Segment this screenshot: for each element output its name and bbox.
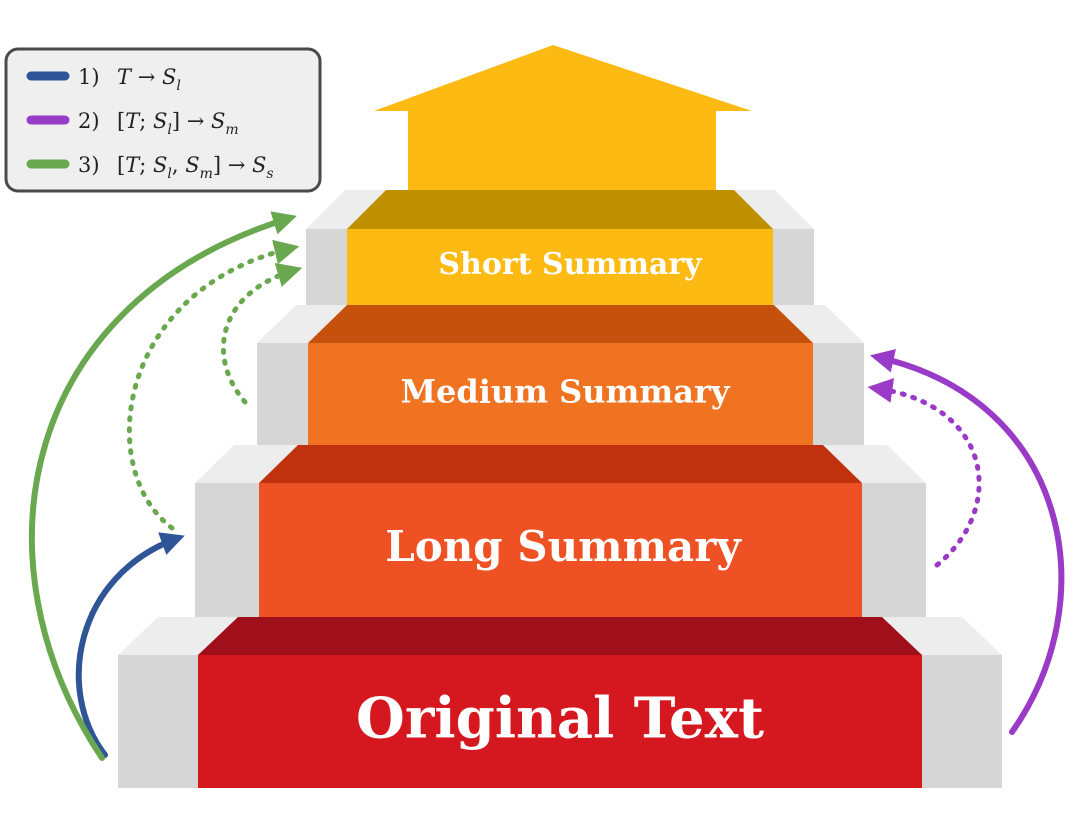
step-short-left-side-top (306, 190, 386, 229)
step-original-left-side (118, 655, 198, 788)
arrow-purple-long-to-medium (867, 378, 982, 568)
step-original-text: Original Text (118, 617, 1002, 788)
step-long-right-side (862, 483, 926, 617)
legend-box (4, 47, 322, 193)
step-medium-right-side (813, 343, 864, 445)
arrow-green-medium-to-short (221, 262, 303, 405)
legend-item-2-number: 2) (78, 109, 100, 133)
step-short-summary: Short Summary (306, 190, 814, 305)
arrow-green-long-to-short (126, 239, 300, 531)
step-long-left-side-top (195, 445, 298, 483)
step-original-right-side (922, 655, 1002, 788)
step-long-summary: Long Summary (195, 445, 926, 617)
legend-item-1-number: 1) (78, 65, 100, 89)
step-short-right-side-top (734, 190, 814, 229)
step-long-label: Long Summary (385, 522, 742, 571)
step-medium-left-side (257, 343, 308, 445)
step-medium-front (308, 343, 813, 445)
step-long-front (259, 483, 862, 617)
legend: 1) T → Sl 2) [T; Sl] → Sm 3) [T; Sl, Sm]… (4, 47, 322, 193)
step-medium-label: Medium Summary (401, 373, 731, 411)
step-medium-top (308, 305, 813, 343)
step-short-left-side (306, 229, 347, 305)
arrow-green-original-to-short (28, 211, 297, 761)
arrow-purple-original-to-medium (869, 348, 1065, 735)
step-short-top (347, 190, 773, 229)
legend-item-3-number: 3) (78, 153, 100, 177)
up-arrow (374, 45, 752, 190)
step-original-top (198, 617, 922, 655)
arrow-blue-original-to-long (75, 532, 185, 758)
step-short-label: Short Summary (438, 247, 703, 282)
step-original-label: Original Text (356, 686, 764, 752)
step-long-left-side (195, 483, 259, 617)
step-long-top (259, 445, 862, 483)
step-medium-right-side-top (774, 305, 864, 343)
step-medium-left-side-top (257, 305, 347, 343)
step-short-front (347, 229, 773, 305)
step-medium-summary: Medium Summary (257, 305, 864, 445)
step-long-right-side-top (823, 445, 926, 483)
step-original-front (198, 655, 922, 788)
step-short-right-side (773, 229, 814, 305)
